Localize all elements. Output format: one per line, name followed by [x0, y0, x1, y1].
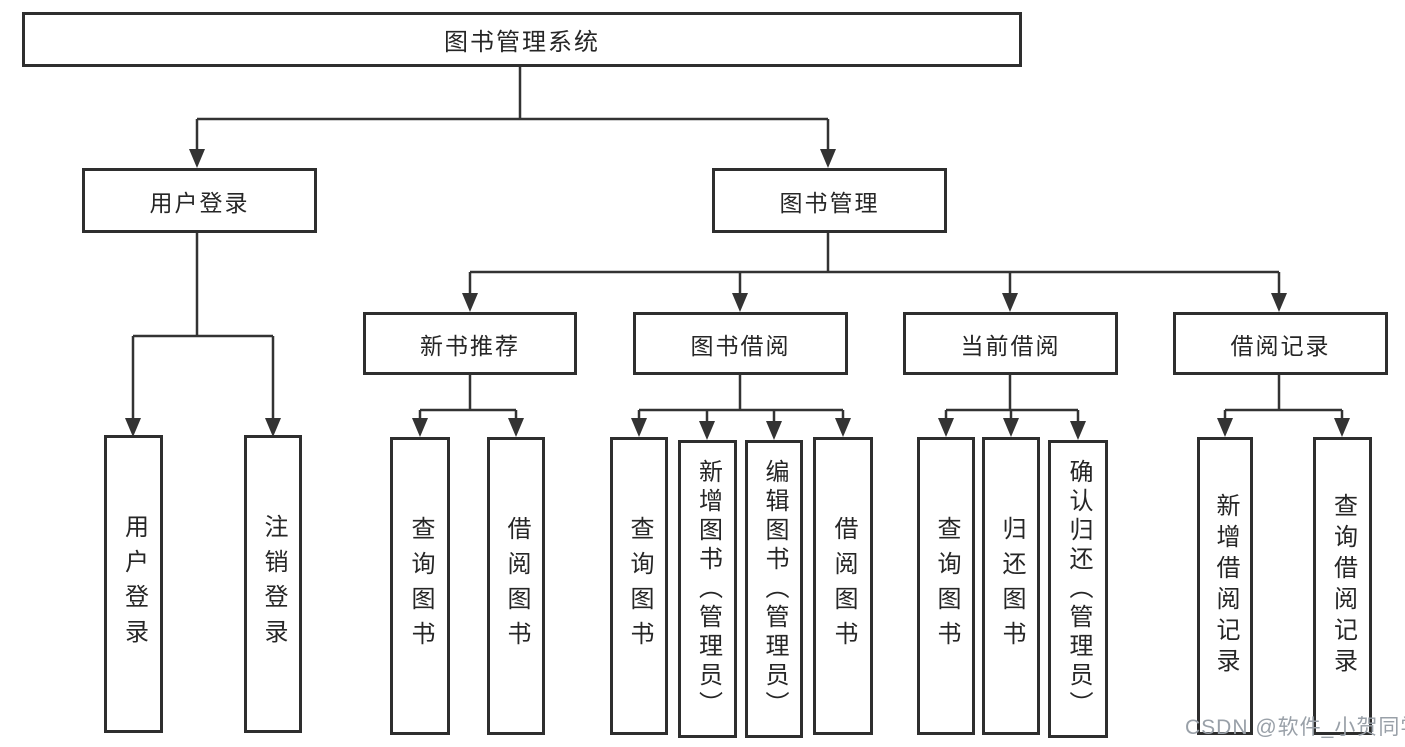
leaf-query-books: 查询图书 [610, 437, 668, 735]
leaf-borrow-books: 借阅图书 [813, 437, 873, 735]
leaf-add-books-admin: 新增图书（管理员） [678, 440, 737, 738]
leaf-user-login: 用户登录 [104, 435, 163, 733]
node-library-system: 图书管理系统 [22, 12, 1022, 67]
leaf-label: 注销登录 [260, 514, 287, 654]
leaf-query-books: 查询图书 [390, 437, 450, 735]
connector-bookborrow-fork [637, 375, 845, 424]
leaf-query-borrow-record: 查询借阅记录 [1313, 437, 1372, 735]
leaf-label: 新增图书（管理员） [694, 458, 722, 720]
leaf-label: 新增借阅记录 [1212, 493, 1239, 679]
node-label: 图书管理 [779, 189, 880, 216]
node-label: 新书推荐 [420, 332, 520, 359]
connector-currentborrow-fork [944, 375, 1080, 424]
node-new-book-recommend: 新书推荐 [363, 312, 577, 375]
arrow-down-icon [699, 421, 715, 440]
leaf-add-borrow-record: 新增借阅记录 [1197, 437, 1253, 735]
connector-newbook-fork [418, 375, 518, 421]
csdn-watermark: CSDN @软件_小贺同学 [1185, 716, 1405, 739]
leaf-label: 确认归还（管理员） [1065, 458, 1092, 720]
arrow-down-icon [1334, 418, 1350, 437]
arrow-down-icon [1003, 418, 1019, 437]
leaf-query-books: 查询图书 [917, 437, 975, 735]
leaf-label: 查询图书 [626, 516, 653, 656]
leaf-label: 编辑图书（管理员） [761, 458, 788, 720]
arrow-down-icon [508, 418, 524, 437]
arrow-down-icon [631, 418, 647, 437]
node-label: 图书借阅 [690, 332, 791, 359]
node-current-borrowing: 当前借阅 [903, 312, 1118, 375]
node-book-borrowing: 图书借阅 [633, 312, 848, 375]
arrow-down-icon [835, 418, 851, 437]
leaf-label: 借阅图书 [503, 516, 530, 656]
node-label: 当前借阅 [960, 332, 1061, 359]
leaf-logout: 注销登录 [244, 435, 302, 733]
leaf-confirm-return-admin: 确认归还（管理员） [1048, 440, 1108, 738]
arrow-down-icon [1002, 293, 1018, 312]
leaf-label: 查询图书 [407, 516, 434, 656]
leaf-return-books: 归还图书 [982, 437, 1040, 735]
arrow-down-icon [1070, 421, 1086, 440]
arrow-down-icon [938, 418, 954, 437]
node-borrowing-records: 借阅记录 [1173, 312, 1388, 375]
node-label: 图书管理系统 [444, 29, 600, 56]
connector-userlogin-fork [131, 233, 275, 421]
arrow-down-icon [1271, 293, 1287, 312]
arrow-down-icon [462, 293, 478, 312]
leaf-label: 查询图书 [933, 516, 960, 656]
leaf-borrow-books: 借阅图书 [487, 437, 545, 735]
connector-records-fork [1223, 375, 1344, 421]
node-label: 借阅记录 [1230, 332, 1331, 359]
node-book-management: 图书管理 [712, 168, 947, 233]
leaf-edit-books-admin: 编辑图书（管理员） [745, 440, 803, 738]
arrow-down-icon [1217, 418, 1233, 437]
arrow-down-icon [412, 418, 428, 437]
leaf-label: 归还图书 [998, 516, 1025, 656]
connector-bookmgmt-to-level3 [468, 233, 1281, 296]
connector-root-to-level2 [195, 67, 830, 152]
leaf-label: 借阅图书 [830, 516, 857, 656]
arrow-down-icon [766, 421, 782, 440]
leaf-label: 用户登录 [120, 514, 148, 654]
leaf-label: 查询借阅记录 [1329, 493, 1357, 679]
node-label: 用户登录 [149, 189, 250, 216]
node-user-login: 用户登录 [82, 168, 317, 233]
arrow-down-icon [732, 293, 748, 312]
arrow-down-icon [189, 149, 205, 168]
arrow-down-icon [820, 149, 836, 168]
